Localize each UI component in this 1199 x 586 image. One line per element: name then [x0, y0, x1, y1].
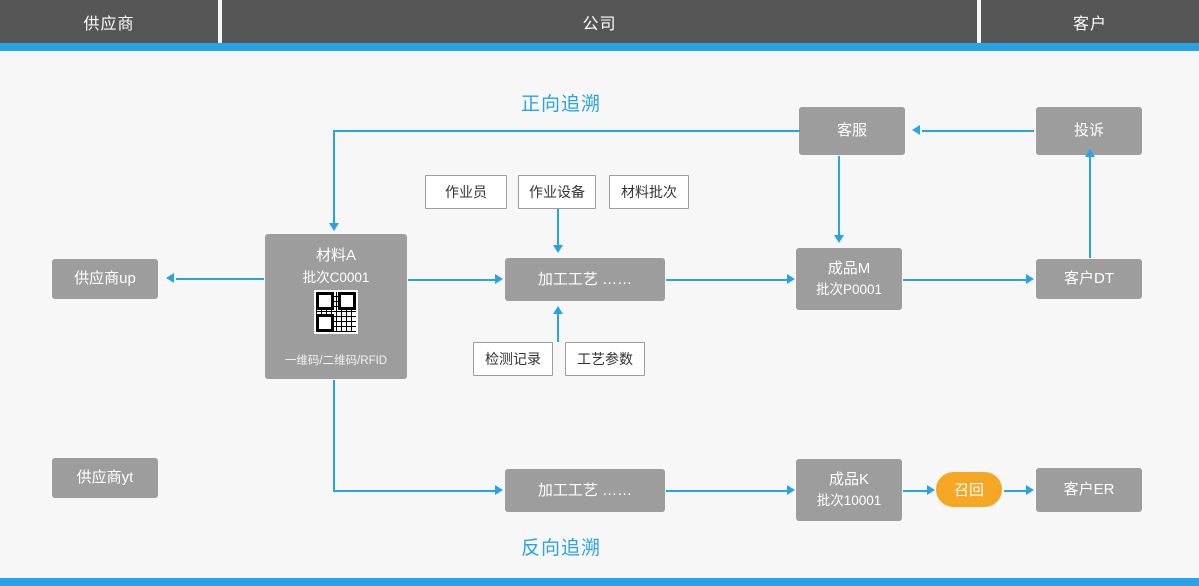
node-product-k[interactable]: 成品K 批次10001	[796, 459, 902, 521]
attribute-process-parameter[interactable]: 工艺参数	[565, 342, 645, 376]
qr-code-icon	[314, 290, 358, 334]
header-band-supplier-label: 供应商	[83, 15, 135, 33]
node-material-a-title: 材料A	[315, 247, 356, 264]
badge-recall[interactable]: 召回	[936, 472, 1002, 507]
node-process-top[interactable]: 加工工艺 ……	[505, 258, 665, 301]
edge-records-to-process-top-arrow	[553, 306, 563, 314]
node-product-m-title: 成品M	[827, 260, 871, 278]
edge-records-to-process-top	[557, 314, 559, 342]
edge-material-to-process-top	[408, 279, 496, 281]
attribute-equipment[interactable]: 作业设备	[518, 175, 596, 209]
node-material-a[interactable]: 材料A 批次C0001 一维码/二维码/RFID	[265, 234, 407, 379]
node-supplier-up-label: 供应商up	[74, 270, 136, 288]
edge-process-bottom-to-product-k	[666, 490, 788, 492]
edge-product-k-to-recall	[903, 490, 929, 492]
edge-product-m-to-customer-dt-arrow	[1026, 274, 1034, 284]
node-process-top-label: 加工工艺 ……	[537, 270, 633, 288]
edge-equipment-to-process-top-arrow	[553, 245, 563, 253]
node-material-a-batch: 批次C0001	[302, 269, 370, 285]
header-band-customer: 客户	[981, 0, 1199, 43]
attribute-equipment-label: 作业设备	[529, 184, 585, 200]
edge-customer-service-to-material-arrow	[329, 223, 339, 231]
node-customer-dt[interactable]: 客户DT	[1036, 259, 1142, 299]
edge-material-to-process-bottom-v	[333, 380, 335, 491]
attribute-material-batch-label: 材料批次	[621, 184, 677, 200]
node-process-bottom[interactable]: 加工工艺 ……	[505, 469, 665, 512]
node-customer-er[interactable]: 客户ER	[1036, 468, 1142, 512]
node-supplier-up[interactable]: 供应商up	[52, 259, 158, 299]
node-product-k-title: 成品K	[828, 471, 869, 489]
badge-recall-label: 召回	[953, 482, 984, 499]
edge-material-to-process-top-arrow	[495, 274, 503, 284]
forward-trace-label: 正向追溯	[521, 94, 602, 115]
node-material-a-code-types: 一维码/二维码/RFID	[284, 355, 388, 367]
node-product-m[interactable]: 成品M 批次P0001	[796, 248, 902, 310]
node-customer-dt-label: 客户DT	[1064, 270, 1114, 288]
node-supplier-yt-label: 供应商yt	[76, 469, 134, 487]
reverse-trace-label: 反向追溯	[521, 538, 602, 559]
edge-process-top-to-product-m	[666, 279, 788, 281]
header-band-supplier: 供应商	[0, 0, 218, 43]
edge-recall-to-customer-er	[1004, 490, 1028, 492]
diagram-stage: 正向追溯 反向追溯 供应商up 供应商yt 材料A 批次C0001 一维码/二维…	[0, 51, 1199, 578]
edge-product-k-to-recall-arrow	[927, 485, 935, 495]
edge-customer-dt-to-complaint	[1089, 157, 1091, 258]
header-band-company: 公司	[222, 0, 977, 43]
edge-process-top-to-product-m-arrow	[787, 274, 795, 284]
node-product-k-batch: 批次10001	[816, 493, 882, 509]
edge-customer-service-to-product-m-arrow	[834, 235, 844, 243]
edge-customer-dt-to-complaint-arrow	[1085, 149, 1095, 157]
divider-bottom	[0, 578, 1199, 586]
edge-material-to-supplier-up-arrow	[166, 273, 174, 283]
edge-material-to-process-bottom-h	[333, 490, 497, 492]
edge-product-m-to-customer-dt	[903, 279, 1027, 281]
divider-top	[0, 43, 1199, 51]
edge-material-to-supplier-up	[176, 278, 264, 280]
node-customer-service[interactable]: 客服	[799, 107, 905, 155]
edge-complaint-to-customer-service	[922, 130, 1034, 132]
attribute-operator[interactable]: 作业员	[425, 175, 507, 209]
header-band-company-label: 公司	[582, 15, 617, 33]
edge-customer-service-to-material-h	[333, 130, 800, 132]
edge-material-to-process-bottom-arrow	[495, 485, 503, 495]
edge-process-bottom-to-product-k-arrow	[787, 485, 795, 495]
node-process-bottom-label: 加工工艺 ……	[537, 481, 633, 499]
node-supplier-yt[interactable]: 供应商yt	[52, 458, 158, 498]
edge-equipment-to-process-top	[557, 209, 559, 246]
edge-recall-to-customer-er-arrow	[1026, 485, 1034, 495]
node-customer-er-label: 客户ER	[1063, 481, 1115, 499]
attribute-operator-label: 作业员	[445, 184, 487, 200]
node-product-m-batch: 批次P0001	[815, 282, 883, 298]
attribute-process-parameter-label: 工艺参数	[577, 351, 633, 367]
node-customer-service-label: 客服	[836, 122, 867, 140]
node-complaint[interactable]: 投诉	[1036, 107, 1142, 155]
attribute-inspection-record[interactable]: 检测记录	[473, 342, 553, 376]
header-band-customer-label: 客户	[1072, 15, 1107, 33]
node-complaint-label: 投诉	[1073, 122, 1104, 140]
edge-customer-service-to-product-m	[838, 156, 840, 236]
edge-customer-service-to-material-v	[333, 130, 335, 224]
attribute-inspection-record-label: 检测记录	[485, 351, 541, 367]
attribute-material-batch[interactable]: 材料批次	[609, 175, 689, 209]
edge-complaint-to-customer-service-arrow	[912, 125, 920, 135]
